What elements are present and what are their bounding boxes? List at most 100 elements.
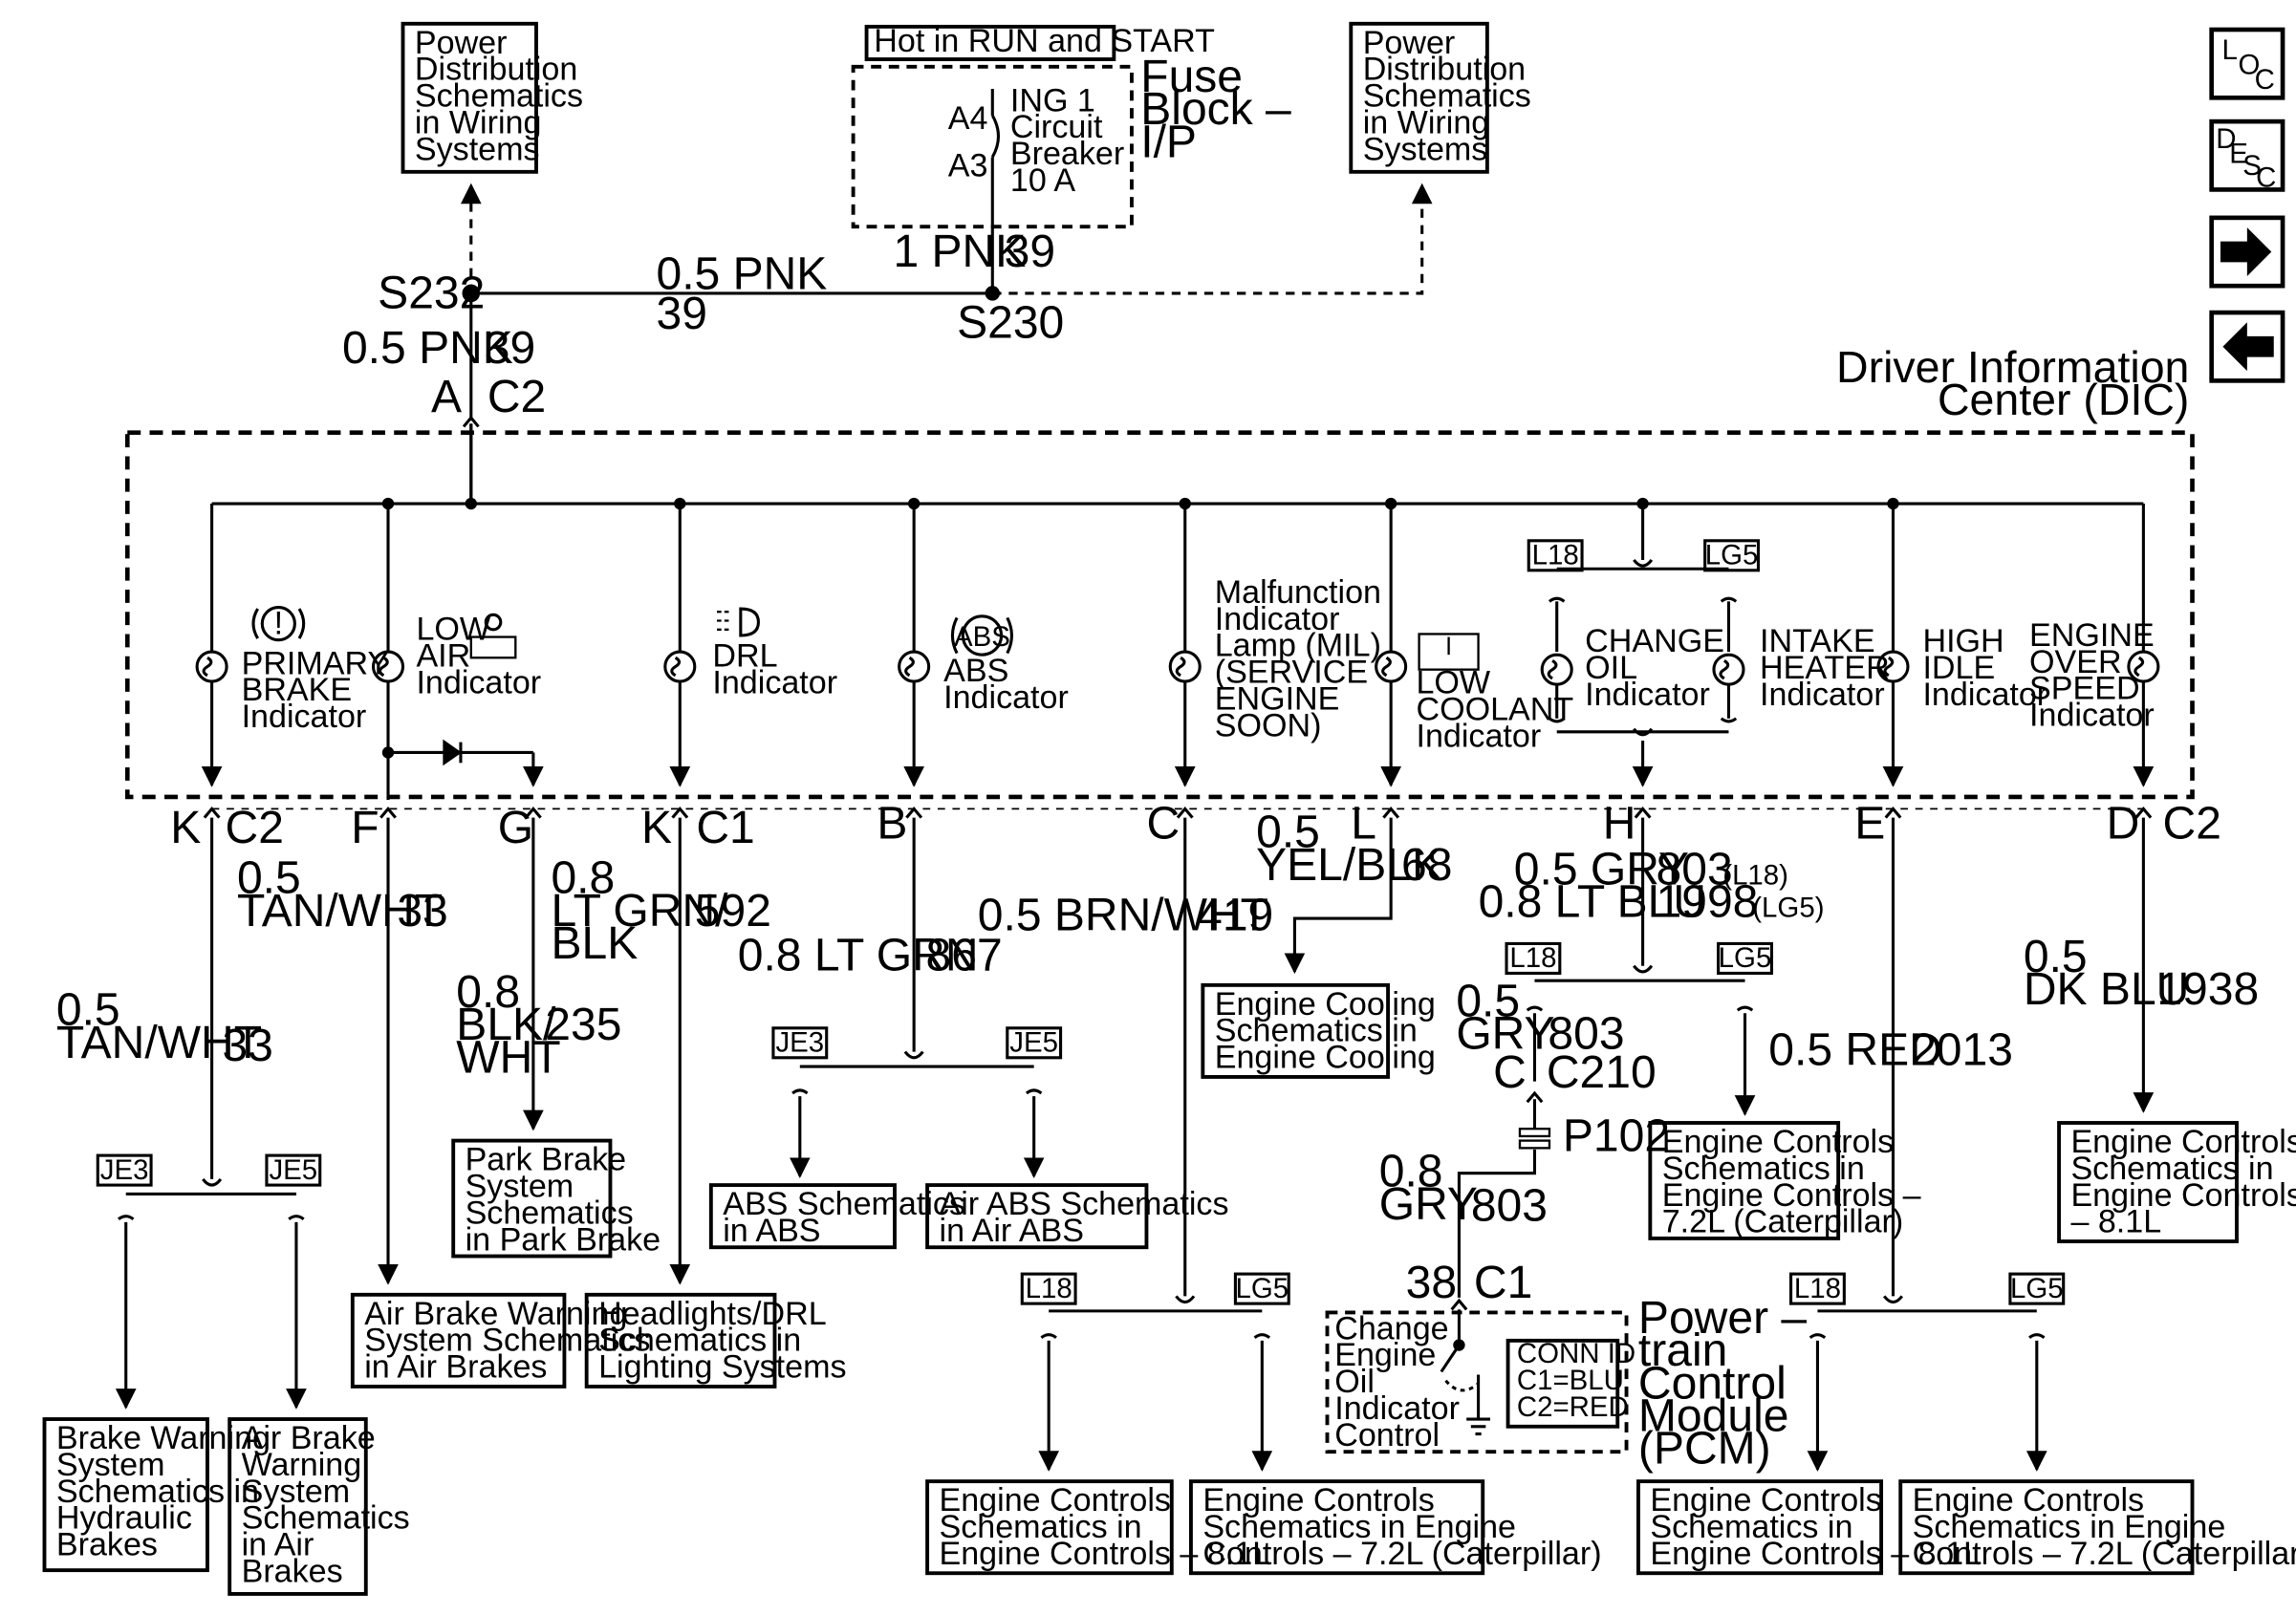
connector-fork-icon <box>791 1088 809 1095</box>
drl-label: Indicator <box>712 664 837 700</box>
engine-controls-81-overspeed-ref-text: Schematics in <box>2070 1151 2273 1187</box>
connector-chevron-icon <box>1526 1090 1544 1104</box>
wire-05pnk-vertical: 0.5 PNK <box>342 323 513 374</box>
engine-controls-cat-mil-ref-text: Controls – 7.2L (Caterpillar) <box>1202 1536 1601 1572</box>
brake-warning-ref <box>42 1417 209 1573</box>
park-brake-ref <box>451 1138 613 1259</box>
engine-controls-cat-mil-ref-text: Schematics in Engine <box>1202 1509 1516 1545</box>
high-idle-label: IDLE <box>1922 650 1995 686</box>
circuit-breaker-icon <box>990 115 1001 159</box>
wire-05-red-label: 0.5 RED <box>1768 1025 1942 1076</box>
s232-label: S232 <box>378 268 485 318</box>
park-brake-ref-text: in Park Brake <box>466 1221 661 1258</box>
primary-brake-label: PRIMARY <box>242 645 390 681</box>
tag-l18-oil-tag <box>1505 941 1562 975</box>
mil-bulb-icon <box>1168 650 1202 683</box>
air-brake-warning-ref-text: System <box>242 1474 351 1510</box>
power-distribution-right-ref-text: in Wiring <box>1363 105 1490 141</box>
conn-id-text: CONN ID <box>1517 1338 1635 1369</box>
wire-gry-mid-circuit: 803 <box>1548 1008 1624 1059</box>
connector-fork-icon <box>2028 1333 2046 1340</box>
wire-tanwht-upper: 0.5 <box>237 853 301 904</box>
fuse-block-label: I/P <box>1140 117 1197 167</box>
wire-tanwht-upper-circuit: 33 <box>397 886 447 937</box>
abs-icon-text: ABS <box>954 621 1010 653</box>
wire-ltgrnblk: LT GRN/ <box>551 886 728 937</box>
connector-fork-icon <box>1633 964 1654 974</box>
air-brake-warning-ref-text: in Air <box>242 1527 314 1563</box>
wire-tanwht-upper: TAN/WHT <box>237 886 443 937</box>
wire-tanwht-lower: TAN/WHT <box>56 1018 262 1068</box>
engine-controls-cat-mil-ref <box>1189 1479 1485 1576</box>
abs-brackets <box>950 616 1013 655</box>
hot-label-box <box>864 24 1116 61</box>
wire-ltgrn: 0.8 LT GRN <box>738 930 979 980</box>
connector-fork-icon <box>288 1215 305 1221</box>
pcm-pin-38: 38 <box>1406 1258 1457 1308</box>
desc-icon-d: D <box>2216 123 2236 155</box>
air-brake-system-ref-text: System Schematics <box>364 1323 650 1359</box>
tag-lg5-dic-tag <box>1703 539 1761 572</box>
headlights-drl-ref-text: Headlights/DRL <box>598 1296 827 1332</box>
connector-chevron-icon <box>1634 806 1652 819</box>
wire-brnwht-circuit: 419 <box>1197 890 1273 940</box>
tag-je3-abs-tag <box>771 1026 829 1060</box>
wire-ltgrn-circuit: 867 <box>926 930 1003 980</box>
pin-e: E <box>1854 798 1885 849</box>
power-distribution-right-ref-text: Power <box>1363 25 1456 61</box>
engine-cooling-ref-text: Engine Cooling <box>1215 986 1436 1023</box>
headlights-drl-ref-text: Lighting Systems <box>598 1349 846 1386</box>
wire-blkwht: WHT <box>456 1032 560 1083</box>
tag-lg5-mil: LG5 <box>1236 1273 1289 1304</box>
wire-05pnk-vertical-circuit: 39 <box>485 323 535 374</box>
loc-icon <box>2209 27 2285 100</box>
wire-gry-top-circuit: 803 <box>1657 844 1733 894</box>
air-brake-system-ref-text: Air Brake Warning <box>364 1296 627 1332</box>
high-idle-label: Indicator <box>1922 677 2047 713</box>
engine-controls-81-overspeed-ref-text: – 8.1L <box>2070 1204 2161 1240</box>
connector-chevron-icon <box>2134 806 2153 819</box>
connector-fork-icon <box>1633 558 1654 568</box>
connector-p102: P102 <box>1563 1110 1670 1161</box>
pin-l: L <box>1351 798 1376 849</box>
low-air-label: AIR <box>416 638 470 675</box>
engine-controls-cat-oil-ref-text: Engine Controls <box>1662 1124 1894 1160</box>
connector-chevron-icon <box>524 806 542 819</box>
engine-controls-cat-mil-ref-text: Engine Controls <box>1202 1482 1434 1518</box>
connector-chevron-icon <box>1450 1298 1468 1311</box>
tag-l18-dic-tag <box>1527 539 1584 572</box>
high-idle-label: HIGH <box>1922 623 2004 659</box>
connector-chevron-icon <box>1884 806 1902 819</box>
brake-warning-brackets <box>251 608 306 639</box>
pcm-title: (PCM) <box>1638 1424 1771 1475</box>
wire-ltblu: 0.8 LT BLU <box>1479 877 1706 928</box>
pcm-title: train <box>1638 1325 1727 1376</box>
p102-connector-icon <box>1518 1139 1551 1150</box>
oil-switch-label: Oil <box>1334 1364 1375 1400</box>
pin-b: B <box>877 798 907 849</box>
pin-f: F <box>351 803 379 853</box>
connector-chevron-icon <box>1176 806 1194 819</box>
connector-fork-icon <box>1548 596 1566 603</box>
wire-gry-low: GRY <box>1379 1179 1478 1230</box>
engine-controls-81-overspeed-ref-text: Engine Controls <box>2070 1177 2296 1214</box>
wire-ltblu-circuit: 1998 <box>1657 877 1759 928</box>
wire-blkwht: 0.8 <box>456 967 520 1018</box>
dic-title: Driver Information <box>1836 342 2189 392</box>
mil-label: Lamp (MIL) <box>1215 628 1381 664</box>
p102-connector-icon <box>1518 1128 1551 1138</box>
wire-tanwht-lower: 0.5 <box>56 985 120 1036</box>
engine-controls-81-overspeed-ref <box>2057 1121 2239 1243</box>
loc-icon-c: C <box>2255 64 2275 96</box>
breaker-label: Breaker <box>1010 136 1124 172</box>
pcm-title: Control <box>1638 1358 1787 1409</box>
pin-c: C <box>1146 798 1180 849</box>
primary-brake-bulb-icon <box>195 650 228 683</box>
engine-controls-cat-oil-ref <box>1648 1121 1841 1240</box>
pin-g: G <box>498 803 533 853</box>
engine-overspeed-label: ENGINE <box>2029 617 2155 654</box>
coolant-tank-icon <box>1418 633 1480 671</box>
wire-blkwht-circuit: 235 <box>545 1000 621 1050</box>
connector-fork-icon <box>1720 717 1738 723</box>
